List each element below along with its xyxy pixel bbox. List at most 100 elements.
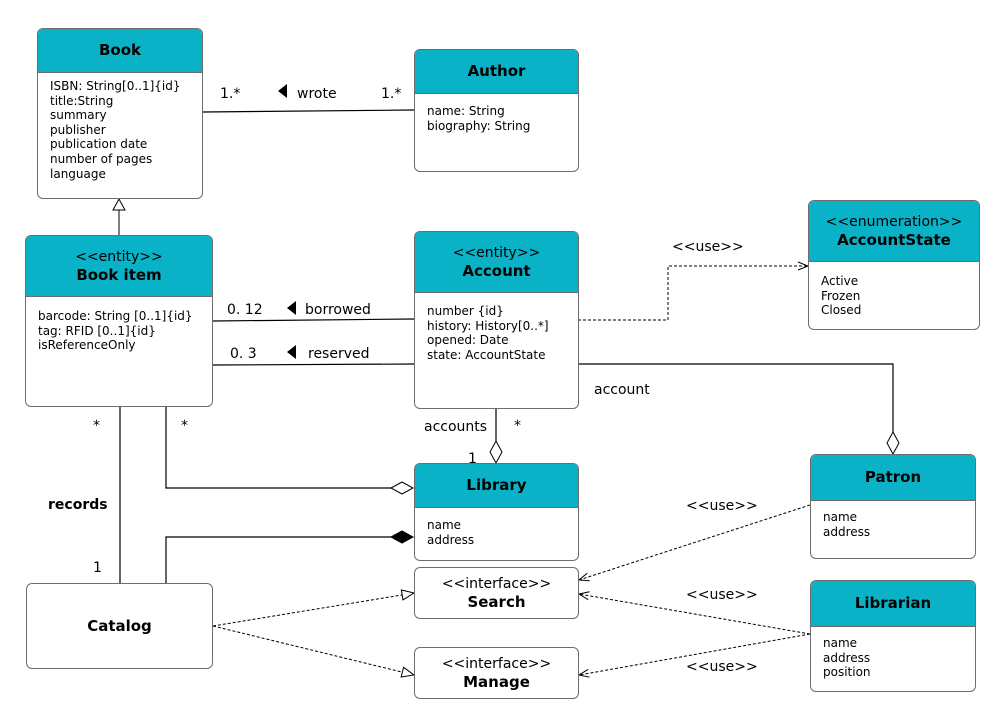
- use-patron-label: <<use>>: [686, 498, 758, 514]
- wrote-mult-author: 1.*: [381, 86, 402, 102]
- book-item-class-title: Book item: [76, 265, 162, 284]
- account-state-enum[interactable]: <<enumeration>> AccountState Active Froz…: [808, 200, 980, 330]
- reserved-label: reserved: [308, 346, 370, 362]
- library-attr: name: [427, 518, 462, 532]
- library-catalog-diamond: [389, 530, 415, 544]
- account-state-value: Active: [821, 274, 859, 288]
- account-state-title: AccountState: [837, 230, 951, 249]
- account-patron-aggregation: [578, 363, 894, 434]
- library-attr: address: [427, 532, 475, 547]
- use-librarian-search-label: <<use>>: [686, 587, 758, 603]
- library-class-attributes: name address: [415, 508, 578, 547]
- manage-title: Manage: [463, 672, 530, 691]
- book-item-class-attributes: barcode: String [0..1]{id} tag: RFID [0.…: [26, 297, 212, 353]
- wrote-mult-book: 1.*: [220, 86, 241, 102]
- patron-search-dependency: [579, 504, 811, 580]
- librarian-class[interactable]: Librarian name address position: [810, 580, 976, 692]
- account-state-header: <<enumeration>> AccountState: [809, 201, 979, 262]
- account-attr: number {id}: [427, 304, 504, 318]
- account-state-value: Frozen: [821, 288, 861, 303]
- book-class[interactable]: Book ISBN: String[0..1]{id} title:String…: [37, 28, 203, 199]
- library-class[interactable]: Library name address: [414, 463, 579, 561]
- author-attr: biography: String: [427, 118, 531, 133]
- book-attr: publisher: [50, 122, 106, 137]
- book-class-attributes: ISBN: String[0..1]{id} title:String summ…: [38, 73, 202, 181]
- bookitem-library-mult: *: [181, 418, 188, 434]
- book-item-class[interactable]: <<entity>> Book item barcode: String [0.…: [25, 235, 213, 407]
- reserved-direction-arrow: [287, 345, 296, 359]
- book-attr: summary: [50, 108, 107, 123]
- manage-interface[interactable]: <<interface>> Manage: [414, 647, 579, 699]
- account-attr: history: History[0..*]: [427, 318, 549, 333]
- use-account-state-label: <<use>>: [672, 239, 744, 255]
- wrote-association: [202, 109, 415, 113]
- patron-attr: name: [823, 510, 858, 524]
- librarian-class-attributes: name address position: [811, 627, 975, 680]
- wrote-direction-arrow: [278, 84, 287, 98]
- author-attr: name: String: [427, 104, 505, 118]
- catalog-class[interactable]: Catalog: [26, 583, 213, 669]
- records-mult-bookitem: *: [93, 418, 100, 434]
- patron-aggregation-diamond: [886, 430, 900, 456]
- patron-class[interactable]: Patron name address: [810, 454, 976, 559]
- borrowed-association: [212, 318, 415, 322]
- use-librarian-manage-label: <<use>>: [686, 659, 758, 675]
- accounts-mult-account: *: [514, 418, 521, 434]
- author-class[interactable]: Author name: String biography: String: [414, 49, 579, 172]
- library-class-title: Library: [466, 476, 527, 494]
- book-attr: publication date: [50, 137, 148, 152]
- library-class-header: Library: [415, 464, 578, 508]
- book-attr: number of pages: [50, 151, 153, 166]
- patron-attr: address: [823, 524, 871, 539]
- author-class-attributes: name: String biography: String: [415, 94, 578, 133]
- borrowed-label: borrowed: [305, 302, 371, 318]
- book-class-header: Book: [38, 29, 202, 73]
- librarian-manage-dependency: [579, 633, 811, 675]
- author-class-title: Author: [467, 62, 526, 80]
- reserved-mult: 0. 3: [230, 346, 257, 362]
- account-use-dependency: [578, 266, 808, 321]
- search-interface[interactable]: <<interface>> Search: [414, 567, 579, 619]
- account-class-title: Account: [462, 261, 531, 280]
- book-item-stereotype: <<entity>>: [75, 248, 163, 265]
- account-state-stereotype: <<enumeration>>: [825, 213, 963, 230]
- librarian-search-dependency: [579, 594, 811, 635]
- librarian-attr: position: [823, 665, 871, 680]
- account-state-values: Active Frozen Closed: [809, 262, 979, 318]
- library-account-diamond: [489, 439, 503, 465]
- accounts-mult-library: 1: [468, 451, 477, 467]
- records-mult-catalog: 1: [93, 560, 102, 576]
- book-class-title: Book: [98, 41, 142, 59]
- catalog-class-title: Catalog: [87, 616, 152, 635]
- wrote-label: wrote: [297, 86, 337, 102]
- account-attr: opened: Date: [427, 333, 509, 348]
- reserved-association: [212, 363, 415, 366]
- patron-class-attributes: name address: [811, 501, 975, 539]
- account-class[interactable]: <<entity>> Account number {id} history: …: [414, 231, 579, 409]
- author-class-header: Author: [415, 50, 578, 94]
- account-class-header: <<entity>> Account: [415, 232, 578, 293]
- accounts-role-label: accounts: [424, 419, 488, 435]
- catalog-search-realization: [212, 593, 414, 627]
- catalog-library-composition: [165, 536, 392, 583]
- book-item-attr: barcode: String [0..1]{id}: [38, 309, 193, 323]
- librarian-class-header: Librarian: [811, 581, 975, 627]
- account-stereotype: <<entity>>: [452, 244, 541, 261]
- book-attr: language: [50, 166, 106, 181]
- search-title: Search: [467, 592, 526, 611]
- search-stereotype: <<interface>>: [441, 575, 552, 592]
- catalog-manage-realization: [212, 625, 414, 675]
- librarian-attr: address: [823, 650, 871, 665]
- borrowed-mult: 0. 12: [227, 302, 263, 318]
- manage-stereotype: <<interface>>: [441, 655, 552, 672]
- bookitem-library-aggregation: [165, 407, 392, 489]
- book-attr: ISBN: String[0..1]{id}: [50, 79, 181, 93]
- account-attr: state: AccountState: [427, 347, 546, 362]
- generalization-arrowhead: [112, 197, 126, 211]
- borrowed-direction-arrow: [287, 301, 296, 315]
- patron-class-header: Patron: [811, 455, 975, 501]
- librarian-class-title: Librarian: [854, 594, 932, 612]
- book-item-attr: tag: RFID [0..1]{id}: [38, 323, 156, 338]
- account-class-attributes: number {id} history: History[0..*] opene…: [415, 293, 578, 362]
